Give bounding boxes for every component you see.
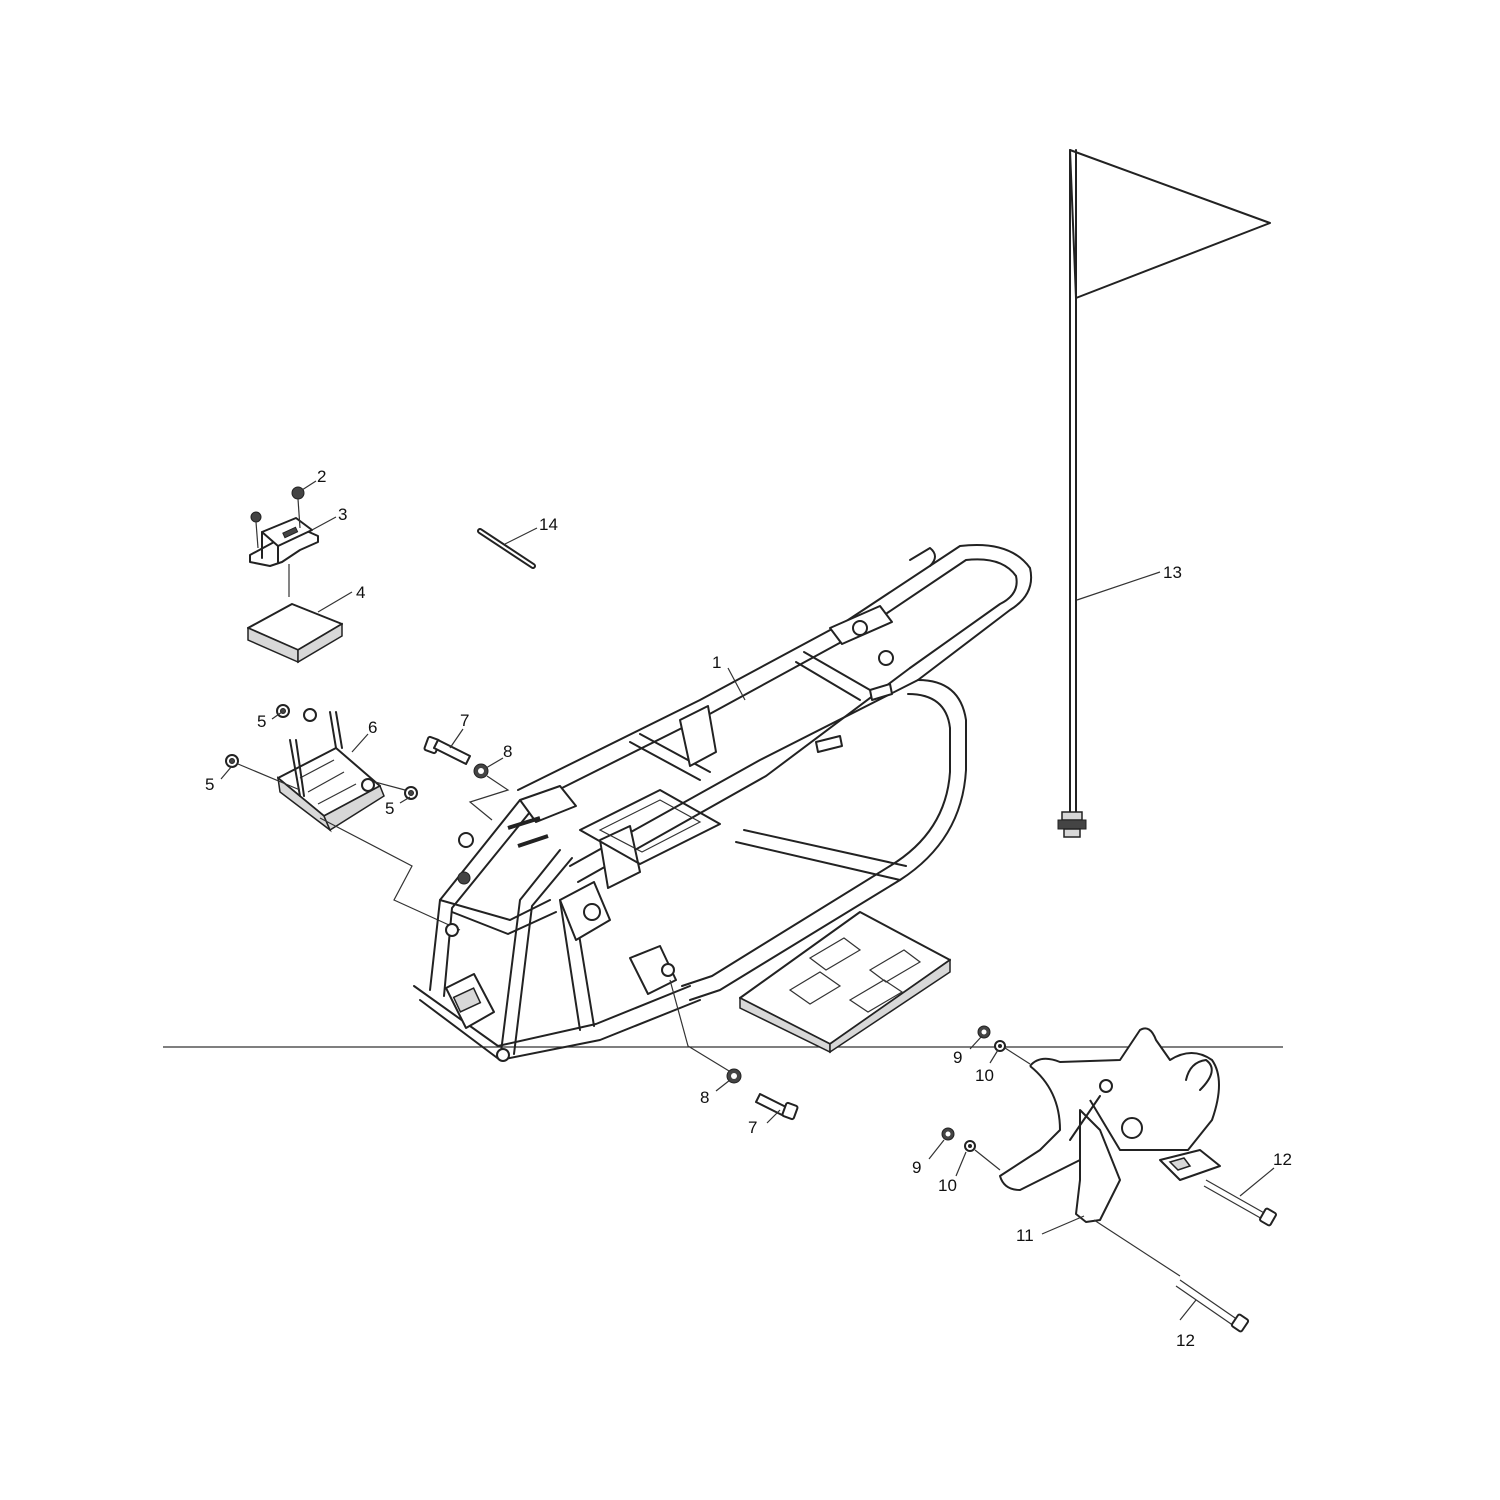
callout-11: 11 <box>1016 1226 1034 1245</box>
callout-9b: 9 <box>912 1158 921 1177</box>
bolt-5a[interactable] <box>276 704 290 718</box>
nut-2[interactable] <box>291 486 305 529</box>
nut-9-lower[interactable] <box>941 1127 955 1141</box>
callout-8a: 8 <box>503 742 512 761</box>
callout-3: 3 <box>338 505 347 524</box>
mount-bracket[interactable] <box>249 517 319 567</box>
bolt-7-upper[interactable] <box>423 735 471 765</box>
rubber-pad[interactable] <box>247 603 343 664</box>
callout-12b: 12 <box>1176 1331 1195 1350</box>
callout-2: 2 <box>317 467 326 486</box>
callout-7a: 7 <box>460 711 469 730</box>
washer-10-lower[interactable] <box>964 1140 976 1152</box>
bolt-5c[interactable] <box>404 786 418 800</box>
bolt-7-lower[interactable] <box>755 1093 799 1121</box>
callout-13: 13 <box>1163 563 1182 582</box>
skid-plate[interactable] <box>276 708 385 833</box>
nut-8-lower[interactable] <box>726 1068 742 1084</box>
callout-7b: 7 <box>748 1118 757 1137</box>
callout-12a: 12 <box>1273 1150 1292 1169</box>
callout-8b: 8 <box>700 1088 709 1107</box>
callout-6: 6 <box>368 718 377 737</box>
callout-5b: 5 <box>205 775 214 794</box>
main-frame[interactable] <box>413 544 1032 1062</box>
nut-9-upper[interactable] <box>977 1025 991 1039</box>
callout-10b: 10 <box>938 1176 957 1195</box>
rod-pin[interactable] <box>477 528 536 569</box>
bolt-12-upper[interactable] <box>1203 1179 1277 1227</box>
callout-1: 1 <box>712 653 721 672</box>
nut-8-upper[interactable] <box>473 763 489 779</box>
bolt-12-lower[interactable] <box>1175 1279 1250 1333</box>
callout-9a: 9 <box>953 1048 962 1067</box>
safety-flag[interactable] <box>1057 149 1271 838</box>
callouts: 1 2 3 4 5 5 5 6 7 8 8 7 9 10 9 10 11 12 … <box>205 467 1292 1350</box>
callout-5c: 5 <box>385 799 394 818</box>
bolt-5b[interactable] <box>225 754 239 768</box>
leader-lines <box>220 480 1275 1321</box>
callout-4: 4 <box>356 583 365 602</box>
callout-10a: 10 <box>975 1066 994 1085</box>
callout-14: 14 <box>539 515 558 534</box>
callout-5a: 5 <box>257 712 266 731</box>
hitch-bracket[interactable] <box>999 1027 1221 1223</box>
washer-10-upper[interactable] <box>994 1040 1006 1052</box>
nut-small[interactable] <box>250 511 262 549</box>
